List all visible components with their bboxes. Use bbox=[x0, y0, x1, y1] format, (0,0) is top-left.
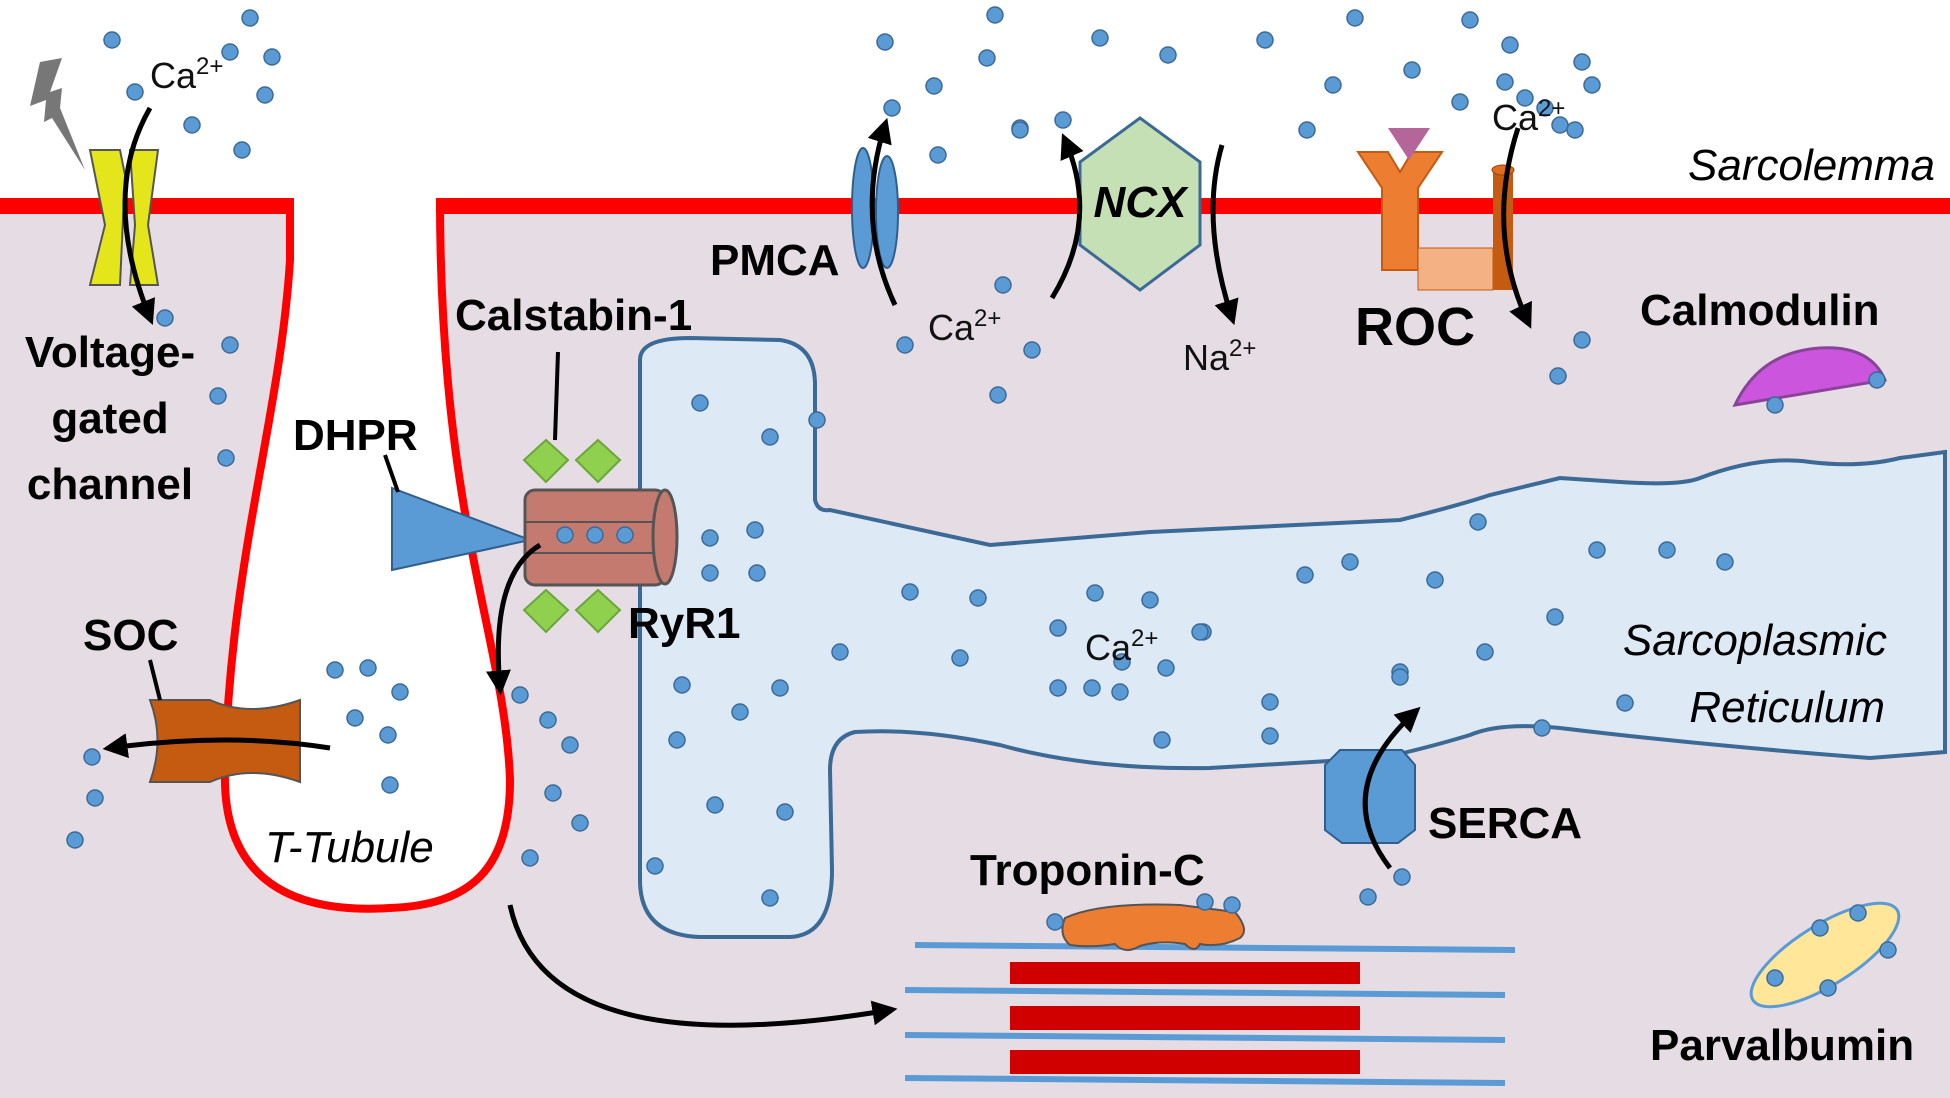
ion-label-ca-cytosol: Ca2+ bbox=[928, 305, 1001, 348]
label-parvalbumin: Parvalbumin bbox=[1650, 1021, 1914, 1070]
label-sarcolemma: Sarcolemma bbox=[1688, 141, 1935, 190]
pmca-efflux-arrow bbox=[867, 117, 898, 307]
actin-filaments bbox=[904, 942, 1516, 1086]
calmodulin-protein bbox=[1732, 346, 1888, 407]
voltage-gated-channel bbox=[88, 149, 160, 286]
myosin-filaments bbox=[1010, 962, 1360, 1074]
roc-ligand bbox=[1388, 128, 1430, 160]
svg-text:Ca2+: Ca2+ bbox=[1492, 95, 1565, 138]
troponin-c-protein bbox=[1061, 903, 1245, 951]
ncx-na-influx-arrow bbox=[1210, 144, 1239, 326]
ion-label-ca-extracellular-right: Ca2+ bbox=[1492, 95, 1565, 138]
svg-text:Ca2+: Ca2+ bbox=[150, 53, 223, 96]
soc-pointer bbox=[148, 659, 162, 701]
label-dhpr: DHPR bbox=[293, 411, 418, 460]
soc-influx-arrow bbox=[102, 733, 331, 759]
serca-uptake-arrow bbox=[1362, 706, 1421, 870]
label-soc: SOC bbox=[83, 611, 178, 660]
svg-text:Ca2+: Ca2+ bbox=[1085, 625, 1158, 668]
ion-label-na-cytosol: Na2+ bbox=[1183, 335, 1256, 378]
label-calmodulin: Calmodulin bbox=[1640, 286, 1880, 335]
label-voltage-gated-1: Voltage- bbox=[25, 328, 195, 377]
svg-text:Ca2+: Ca2+ bbox=[928, 305, 1001, 348]
label-voltage-gated-3: channel bbox=[27, 460, 193, 509]
ryr1-release-arrow bbox=[486, 542, 542, 696]
svg-text:Na2+: Na2+ bbox=[1183, 335, 1256, 378]
ion-label-ca-extracellular-left: Ca2+ bbox=[150, 53, 223, 96]
lightning-bolt-icon bbox=[30, 58, 85, 170]
label-voltage-gated-2: gated bbox=[51, 394, 168, 443]
label-t-tubule: T-Tubule bbox=[265, 823, 434, 872]
roc-influx-arrow bbox=[1501, 127, 1532, 329]
voltage-channel-influx-arrow bbox=[122, 106, 155, 325]
ncx-ca-efflux-arrow bbox=[1049, 133, 1084, 300]
label-ncx: NCX bbox=[1094, 178, 1190, 227]
label-sarcoplasmic: Sarcoplasmic bbox=[1623, 616, 1887, 665]
ion-label-ca-sr: Ca2+ bbox=[1085, 625, 1158, 668]
cytosol-to-myofilament-arrow bbox=[507, 904, 898, 1028]
label-roc: ROC bbox=[1355, 297, 1475, 357]
sarcoplasmic-reticulum bbox=[638, 335, 1947, 939]
parvalbumin-protein bbox=[1749, 901, 1901, 1009]
flux-arrows bbox=[102, 106, 1532, 1028]
calcium-ions bbox=[66, 6, 1897, 997]
ncx-exchanger bbox=[1078, 116, 1202, 292]
label-troponin-c: Troponin-C bbox=[970, 846, 1205, 895]
label-calstabin-1: Calstabin-1 bbox=[455, 291, 692, 340]
label-serca: SERCA bbox=[1428, 799, 1582, 848]
t-tubule-wall bbox=[220, 199, 515, 913]
dhpr-pointer bbox=[383, 454, 400, 493]
calstabin-pointer bbox=[553, 351, 560, 441]
label-ryr1: RyR1 bbox=[628, 599, 741, 648]
serca-pump bbox=[1324, 749, 1416, 844]
label-pmca: PMCA bbox=[710, 236, 840, 285]
label-reticulum: Reticulum bbox=[1689, 683, 1885, 732]
calstabin-1-protein bbox=[522, 438, 622, 634]
dhpr-protein bbox=[391, 486, 534, 572]
